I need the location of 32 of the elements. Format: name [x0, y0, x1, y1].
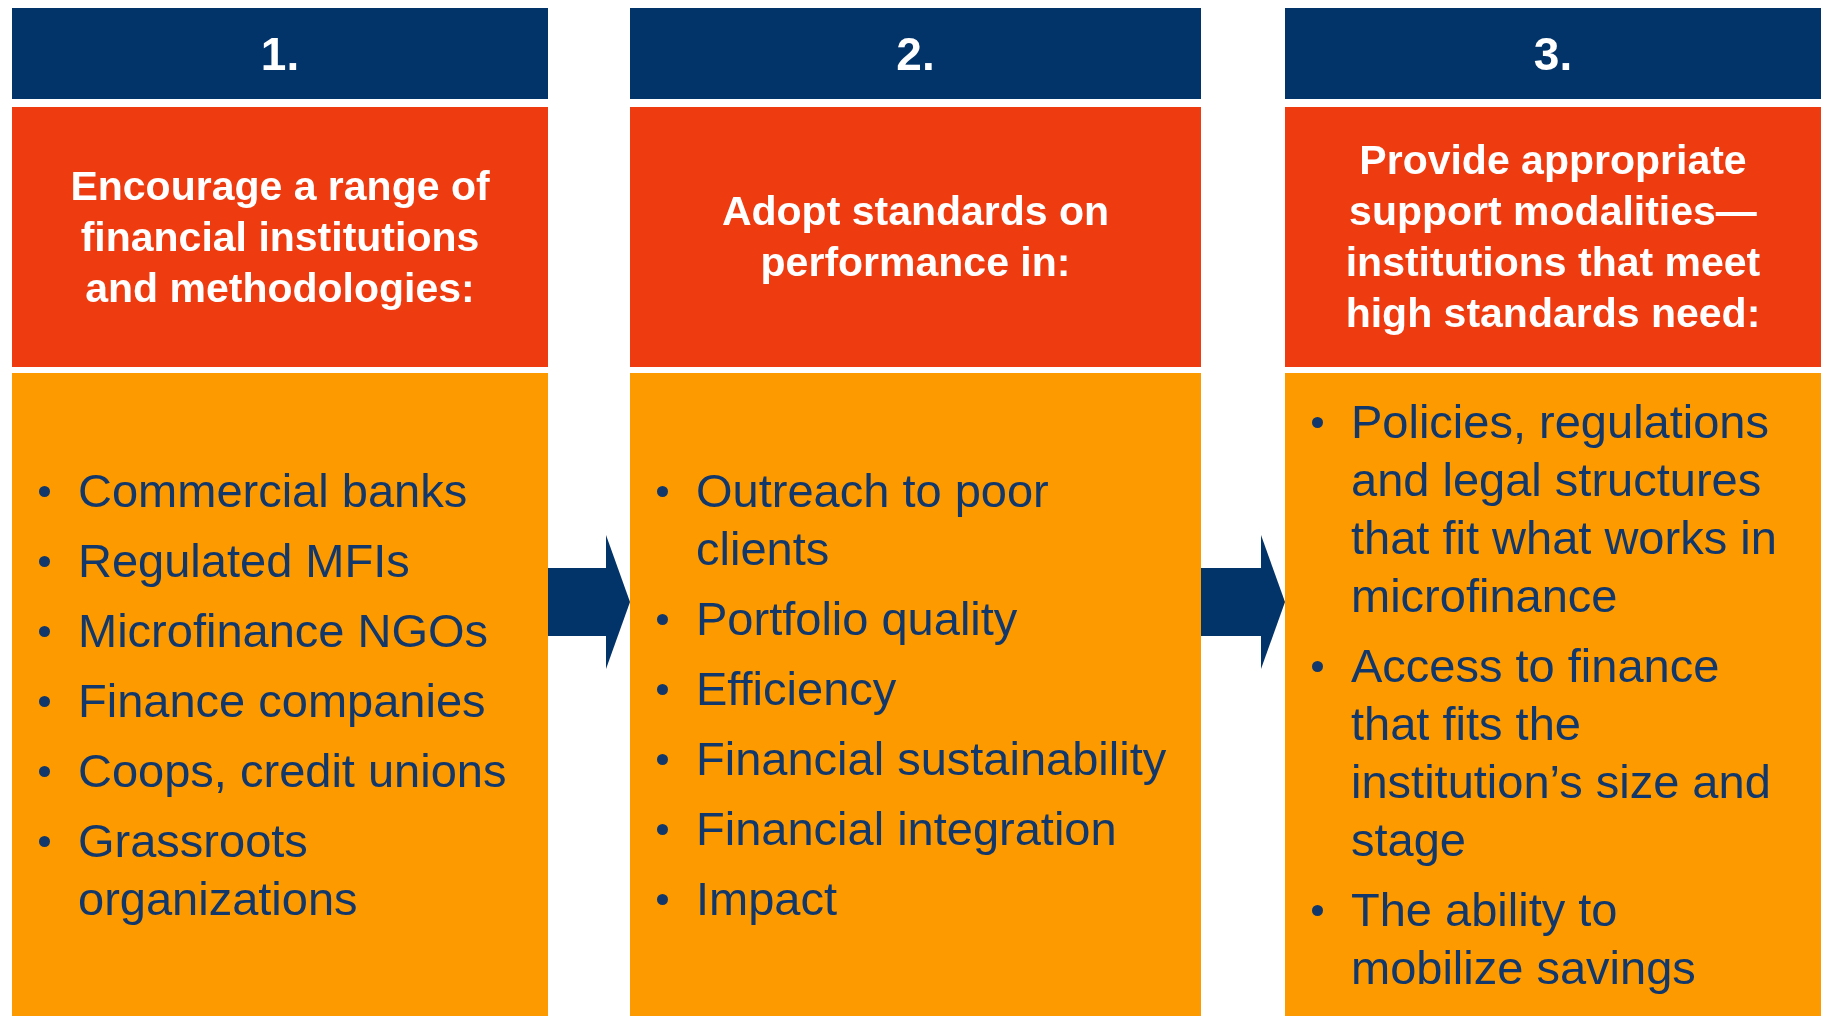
bullet-item: Finance companies	[78, 672, 486, 729]
bullet-item: Microfinance NGOs	[78, 602, 489, 659]
step-heading: Provide appropriate support modalities—institutions that meet high standards need:	[1344, 136, 1762, 338]
list-box	[630, 373, 1201, 1016]
bullet-item: Grassroots organizations	[78, 812, 359, 927]
bullet-item: Commercial banks	[78, 462, 468, 519]
bullet-item: Portfolio quality	[696, 590, 1018, 647]
block-arrow	[548, 535, 630, 669]
bullet-item: Policies, regulations and legal structures that fit what works in microfinance	[1351, 393, 1778, 624]
list-box	[1285, 373, 1821, 1016]
bullet-item: Financial integration	[696, 800, 1117, 857]
step-heading: Encourage a range of financial institutions and methodologies:	[69, 161, 491, 313]
heading-box	[630, 107, 1201, 367]
list-box	[12, 373, 548, 1016]
heading-box	[1285, 107, 1821, 367]
step-number-box	[1285, 8, 1821, 99]
heading-box	[12, 107, 548, 367]
step-number-box	[630, 8, 1201, 99]
bullet-item: Regulated MFIs	[78, 532, 410, 589]
step-number: 1.	[260, 26, 300, 81]
step-number: 2.	[896, 26, 935, 81]
step-heading: Adopt standards on performance in:	[720, 187, 1111, 287]
bullet-item: The ability to mobilize savings	[1351, 881, 1697, 996]
bullet-item: Access to finance that fits the institution’s size and stage	[1351, 637, 1772, 868]
bullet-item: Outreach to poor clients	[696, 462, 1050, 577]
bullet-item: Impact	[696, 870, 838, 927]
bullet-item: Coops, credit unions	[78, 742, 507, 799]
bullet-item: Efficiency	[696, 660, 897, 717]
bullet-item: Financial sustainability	[696, 730, 1167, 787]
step-number-box	[12, 8, 548, 99]
step-number: 3.	[1533, 26, 1573, 81]
block-arrow	[1201, 535, 1285, 669]
